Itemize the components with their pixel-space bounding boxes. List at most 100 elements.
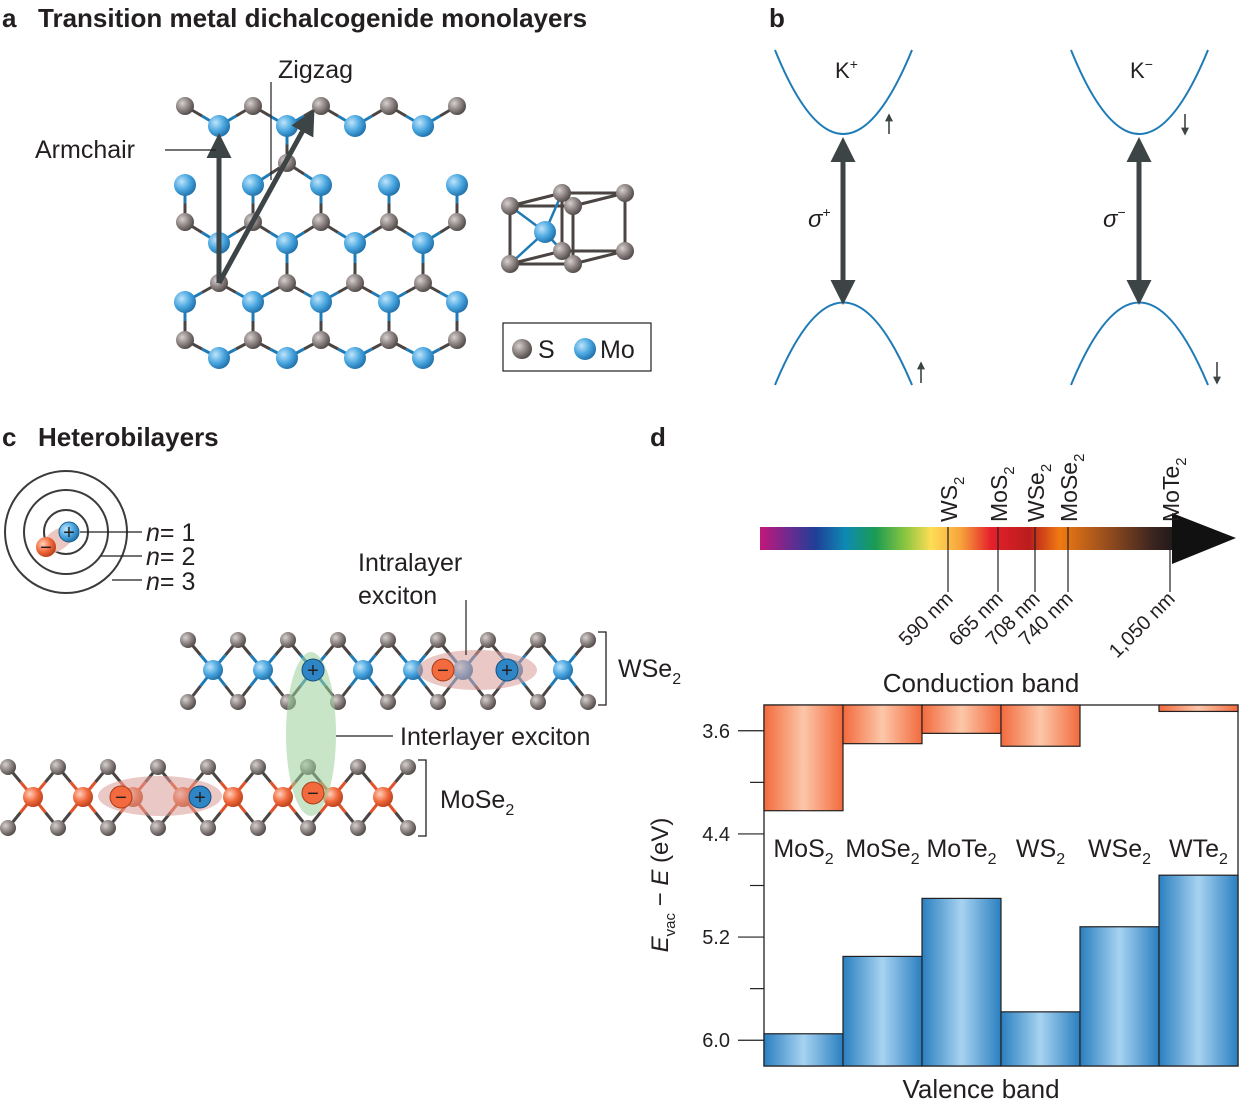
mo-atom: [534, 221, 556, 243]
zigzag-label: Zigzag: [278, 56, 353, 84]
conduction-band-bar: [1000, 704, 1081, 747]
interlayer-exciton-cloud: [286, 652, 336, 816]
valence-band-bar: [1079, 926, 1160, 1067]
valley-k-plus: K+ σ+: [774, 49, 925, 386]
y-tick-label: 4.4: [702, 824, 730, 846]
s-atom: [553, 242, 571, 260]
mo-atom: [446, 291, 468, 313]
s-atom: [448, 213, 466, 231]
se-atom: [530, 632, 546, 648]
sigma-minus-label: σ−: [1103, 204, 1126, 233]
spectrum-bar: [760, 527, 1188, 550]
mo-atom: [412, 115, 434, 137]
panel-c-label: c: [2, 422, 16, 452]
s-atom: [448, 331, 466, 349]
mo-atom: [276, 347, 298, 369]
material-label: MoSe2: [1056, 454, 1088, 522]
hole-charge: [495, 658, 519, 682]
minus-sign: −: [307, 783, 319, 805]
mo-atom: [412, 232, 434, 254]
se-atom: [200, 759, 216, 775]
legend-mo-label: Mo: [600, 336, 635, 364]
se-atom: [430, 694, 446, 710]
mo-atom: [310, 174, 332, 196]
metal-atom: [203, 660, 223, 680]
se-atom: [400, 820, 416, 836]
category-label: MoSe2: [845, 835, 919, 868]
panel-c-title: Heterobilayers: [38, 422, 219, 452]
se-atom: [50, 759, 66, 775]
mo-atom: [344, 115, 366, 137]
legend-s-label: S: [538, 336, 555, 364]
se-atom: [380, 694, 396, 710]
mo-atom: [412, 347, 434, 369]
wavelength-label: 1,050 nm: [1105, 588, 1180, 663]
y-tick-label: 3.6: [702, 721, 730, 743]
metal-atom: [23, 787, 43, 807]
plus-sign: +: [194, 787, 206, 809]
s-atom: [278, 274, 296, 292]
legend-mo-marker: [574, 338, 596, 360]
valley-k-minus: K− σ−: [1070, 49, 1221, 386]
se-atom: [380, 632, 396, 648]
s-atom: [553, 184, 571, 202]
intralayer-label-line2: exciton: [358, 582, 437, 610]
se-atom: [400, 759, 416, 775]
se-atom: [580, 694, 596, 710]
panel-b: b K+ σ+ K− σ−: [769, 3, 1221, 386]
electron-charge: [109, 785, 133, 809]
conduction-band-curve: [1070, 49, 1209, 135]
metal-atom: [353, 660, 373, 680]
s-atom: [176, 213, 194, 231]
mo-atom: [276, 115, 298, 137]
interlayer-label: Interlayer exciton: [400, 723, 590, 751]
hole-sign: +: [63, 522, 75, 544]
wse2-bracket: [598, 631, 607, 706]
conduction-band-label: Conduction band: [883, 668, 1080, 698]
metal-atom: [403, 660, 423, 680]
valence-band-curve: [774, 301, 913, 386]
mo-atom: [208, 115, 230, 137]
se-atom: [300, 820, 316, 836]
mo-atom: [446, 174, 468, 196]
se-atom: [50, 820, 66, 836]
spectrum-arrowhead: [1172, 513, 1236, 564]
metal-atom: [223, 787, 243, 807]
wse2-layer: [180, 632, 596, 710]
s-atom: [380, 97, 398, 115]
s-atom: [346, 274, 364, 292]
se-atom: [150, 820, 166, 836]
s-atom: [244, 97, 262, 115]
n3-label: n= 3: [146, 568, 195, 596]
intralayer-label-line1: Intralayer: [358, 549, 462, 577]
conduction-band-bar: [763, 704, 844, 812]
material-label: MoTe2: [1158, 457, 1190, 522]
mose2-bracket: [418, 759, 427, 837]
legend-s-marker: [512, 339, 532, 359]
plus-sign: +: [501, 660, 513, 682]
s-atom: [312, 213, 330, 231]
metal-atom: [73, 787, 93, 807]
s-atom: [312, 331, 330, 349]
panel-a-label: a: [2, 3, 17, 33]
s-atom: [616, 242, 634, 260]
wavelength-label: 590 nm: [895, 588, 958, 651]
valence-band-bar: [921, 897, 1002, 1067]
exciton-charges: +−+−+−: [109, 658, 519, 809]
metal-atom: [553, 660, 573, 680]
se-atom: [530, 694, 546, 710]
s-atom: [501, 255, 519, 273]
se-atom: [100, 820, 116, 836]
category-label: MoTe2: [926, 835, 996, 868]
se-atom: [230, 632, 246, 648]
mo-atom: [344, 232, 366, 254]
mo-atom: [174, 174, 196, 196]
valence-band-bar: [1000, 1011, 1081, 1067]
mo-atom: [242, 174, 264, 196]
conduction-band-curve: [774, 49, 913, 135]
material-label: WS2: [936, 477, 968, 522]
y-tick-label: 5.2: [702, 927, 730, 949]
valence-band-bar: [763, 1033, 844, 1067]
